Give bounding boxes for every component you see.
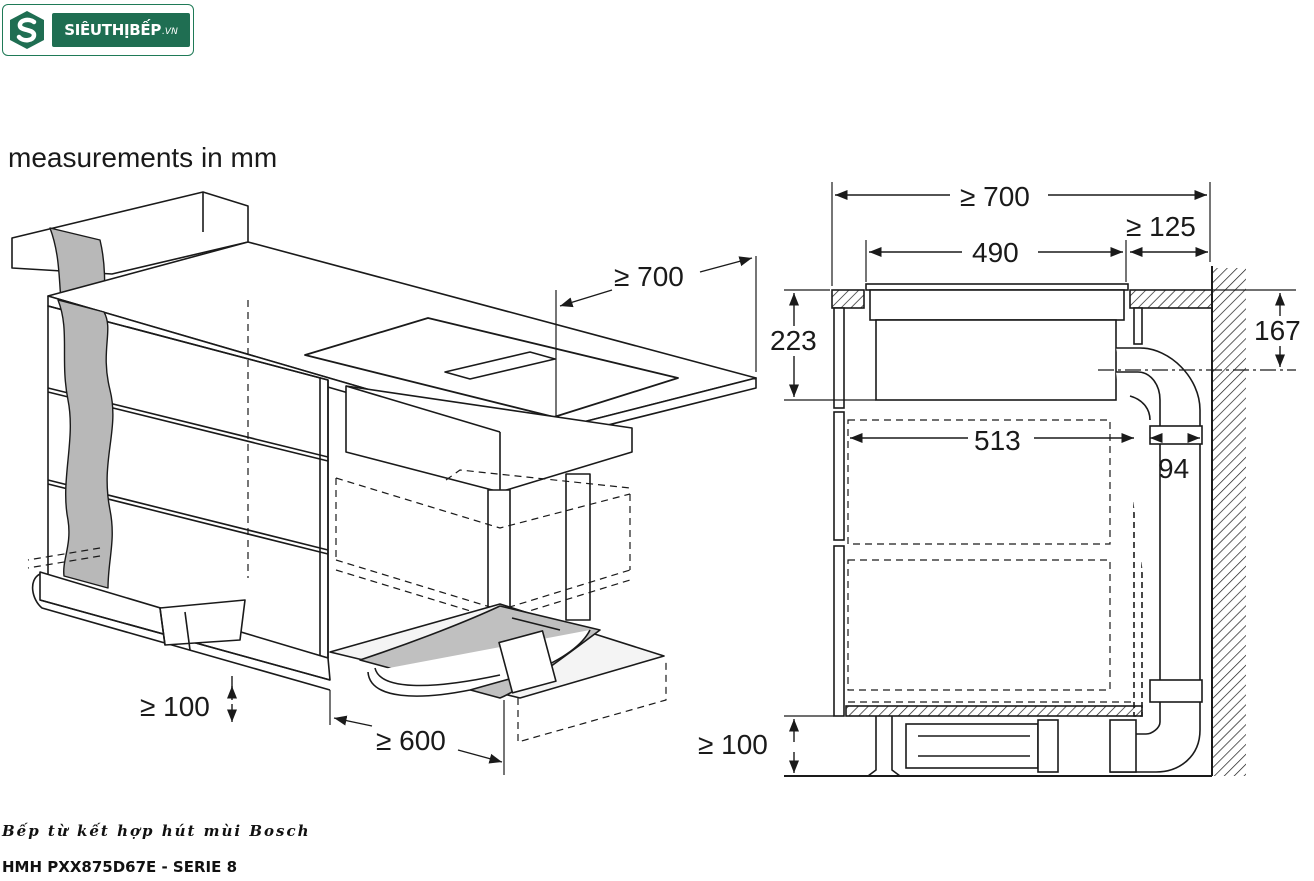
plinth-duct-left: [31, 573, 331, 691]
unit-height-label: 223: [770, 325, 817, 356]
duct-connector: [159, 599, 246, 646]
cooktop-section: [865, 283, 1129, 291]
duct-elbow-bottom: [1110, 702, 1201, 773]
cabinet-panel-top: [833, 307, 845, 409]
left-dimensions: [226, 256, 753, 764]
section-view: [784, 266, 1246, 777]
logo-brand-name: SIÊUTHỊBẾP: [64, 21, 162, 39]
left-cabinet-width-label: ≥ 600: [376, 725, 446, 756]
wall-hatch: [1212, 268, 1246, 776]
brand-logo[interactable]: SIÊUTHỊBẾP .VN: [2, 4, 194, 56]
right-dimensions: [784, 182, 1296, 773]
right-plinth-height-label: ≥ 100: [698, 729, 768, 760]
product-caption-line2: HMH PXX875D67E - SERIE 8: [2, 858, 238, 876]
hob-body: [345, 385, 633, 493]
left-depth-label: ≥ 700: [614, 261, 684, 292]
vertical-duct: [487, 489, 511, 621]
isometric-view: [11, 191, 757, 775]
hob-unit-section: [875, 319, 1117, 401]
inner-depth-label: 513: [974, 425, 1021, 456]
logo-brand-suffix: .VN: [162, 27, 178, 37]
plinth-duct: [905, 723, 1039, 769]
worktop-depth-label: ≥ 700: [960, 181, 1030, 212]
duct-depth-label: 94: [1158, 453, 1189, 484]
cabinet-panel-low: [833, 545, 845, 717]
cooktop-depth-label: 490: [972, 237, 1019, 268]
worktop-section: [831, 289, 865, 309]
duct-centre-label: 167: [1254, 315, 1301, 346]
extraction-vent: [444, 351, 556, 380]
logo-banner: SIÊUTHỊBẾP .VN: [52, 13, 190, 47]
duct-elbow-top: [1116, 347, 1201, 700]
left-plinth-height-label: ≥ 100: [140, 691, 210, 722]
product-caption-line1: Bếp từ kết hợp hút mùi Bosch: [2, 822, 311, 840]
rear-gap-label: ≥ 125: [1126, 211, 1196, 242]
measurements-heading: measurements in mm: [8, 142, 278, 173]
cabinet-panel-mid: [833, 411, 845, 541]
duct-connector-right: [1149, 679, 1203, 703]
logo-s-icon: [10, 11, 44, 49]
base-plate-section: [845, 705, 1143, 717]
